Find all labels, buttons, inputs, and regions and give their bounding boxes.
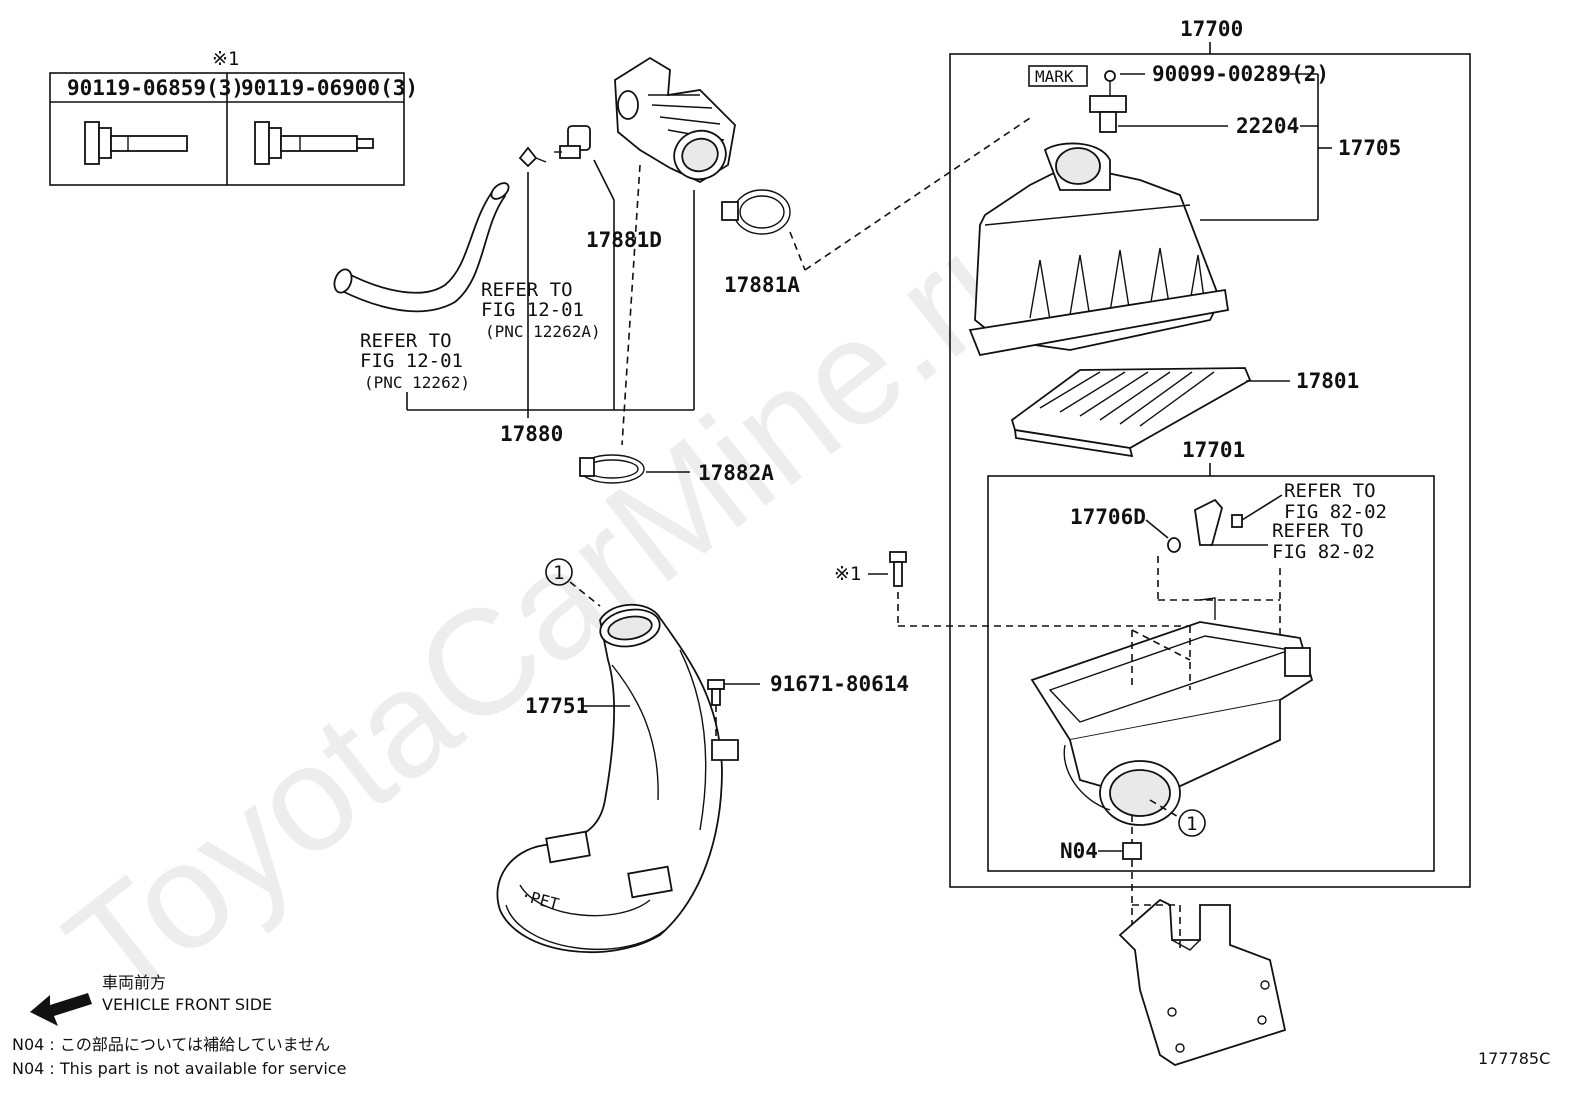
- hose-clip-icon: [518, 146, 547, 168]
- reference-circle-1-case-label: 1: [1186, 813, 1197, 835]
- duct-bolt-icon: [707, 679, 725, 706]
- hose-clamp-icon: [721, 189, 791, 235]
- airflow-sensor-icon: [1089, 70, 1127, 133]
- ref-fig-82-02-b: REFER TO FIG 82-02: [1272, 520, 1375, 563]
- n04-part-icon: [1122, 842, 1142, 860]
- leader-lines-left: [406, 117, 1031, 473]
- mark-label: MARK: [1035, 67, 1074, 86]
- svg-text:REFER TO: REFER TO: [481, 279, 573, 301]
- illustration-code: 177785C: [1478, 1049, 1550, 1068]
- vehicle-front-indicator: 車両前方 VEHICLE FRONT SIDE: [30, 973, 272, 1026]
- case-sub-assy-frame: [987, 475, 1435, 872]
- svg-text:(PNC 12262A): (PNC 12262A): [485, 322, 601, 341]
- reference-circle-1: [545, 558, 573, 586]
- svg-text:REFER TO: REFER TO: [1284, 480, 1376, 502]
- bolt-table-note-mark: ※1: [212, 48, 239, 70]
- callout-n04: N04: [1060, 839, 1098, 863]
- callout-star-1: ※1: [834, 563, 861, 585]
- callout-17701: 17701: [1182, 438, 1245, 462]
- mark-box: [1028, 65, 1088, 87]
- air-inlet-duct: ·PET: [496, 603, 739, 954]
- note-n04-en: N04 : This part is not available for ser…: [12, 1059, 346, 1078]
- front-arrow-icon: [30, 993, 92, 1026]
- air-filter-element: [1010, 367, 1252, 458]
- ventilation-hose: [338, 186, 507, 313]
- vehicle-front-en: VEHICLE FRONT SIDE: [102, 995, 272, 1014]
- note-n04-jp: N04 : この部品については補給していません: [12, 1035, 330, 1054]
- callout-17881a: 17881A: [724, 273, 800, 297]
- air-cleaner-cap: [968, 142, 1230, 357]
- svg-text:FIG 12-01: FIG 12-01: [481, 299, 584, 321]
- grommet-icon: [1167, 537, 1181, 553]
- callout-17700: 17700: [1180, 17, 1243, 41]
- case-bolt-icon: [889, 551, 907, 587]
- hose-clamp-lower-icon: [579, 454, 645, 484]
- callout-17751: 17751: [525, 694, 588, 718]
- bolt-table-col-2: 90119-06900(3): [241, 76, 418, 100]
- callout-17882a: 17882A: [698, 461, 774, 485]
- reference-circle-1-case: [1178, 809, 1206, 837]
- svg-text:REFER TO: REFER TO: [1272, 520, 1364, 542]
- bolt-table: ※1 90119-06859(3) 90119-06900(3): [49, 48, 418, 186]
- callout-17880: 17880: [500, 422, 563, 446]
- air-cleaner-case-lower: [1030, 597, 1314, 826]
- vehicle-front-jp: 車両前方: [102, 973, 166, 992]
- svg-text:REFER TO: REFER TO: [360, 330, 452, 352]
- callout-17801: 17801: [1296, 369, 1359, 393]
- air-cleaner-hose: [614, 56, 736, 184]
- bolt-icon: [84, 121, 188, 165]
- air-cleaner-assy-frame: [949, 53, 1471, 888]
- callout-17705: 17705: [1338, 136, 1401, 160]
- svg-text:FIG 12-01: FIG 12-01: [360, 350, 463, 372]
- bracket-bolt-icon: [1231, 514, 1243, 528]
- svg-text:FIG 82-02: FIG 82-02: [1284, 501, 1387, 523]
- svg-text:FIG 82-02: FIG 82-02: [1272, 541, 1375, 563]
- bracket-icon: [1194, 498, 1223, 546]
- mounting-bracket: [1118, 898, 1287, 1066]
- ref-fig-82-02-a: REFER TO FIG 82-02: [1284, 480, 1387, 523]
- ref-fig-12-01-pnc-12262a: REFER TO FIG 12-01 (PNC 12262A): [481, 279, 601, 341]
- svg-text:(PNC 12262): (PNC 12262): [364, 373, 470, 392]
- bolt-table-col-1: 90119-06859(3): [67, 76, 244, 100]
- callout-17881d: 17881D: [586, 228, 662, 252]
- callout-17706d: 17706D: [1070, 505, 1146, 529]
- vacuum-connector-icon: [554, 125, 591, 159]
- reference-circle-1-label: 1: [553, 562, 564, 584]
- callout-22204: 22204: [1236, 114, 1299, 138]
- stud-bolt-icon: [254, 121, 374, 165]
- ref-fig-12-01-pnc-12262: REFER TO FIG 12-01 (PNC 12262): [360, 330, 470, 392]
- callout-91671-80614: 91671-80614: [770, 672, 909, 696]
